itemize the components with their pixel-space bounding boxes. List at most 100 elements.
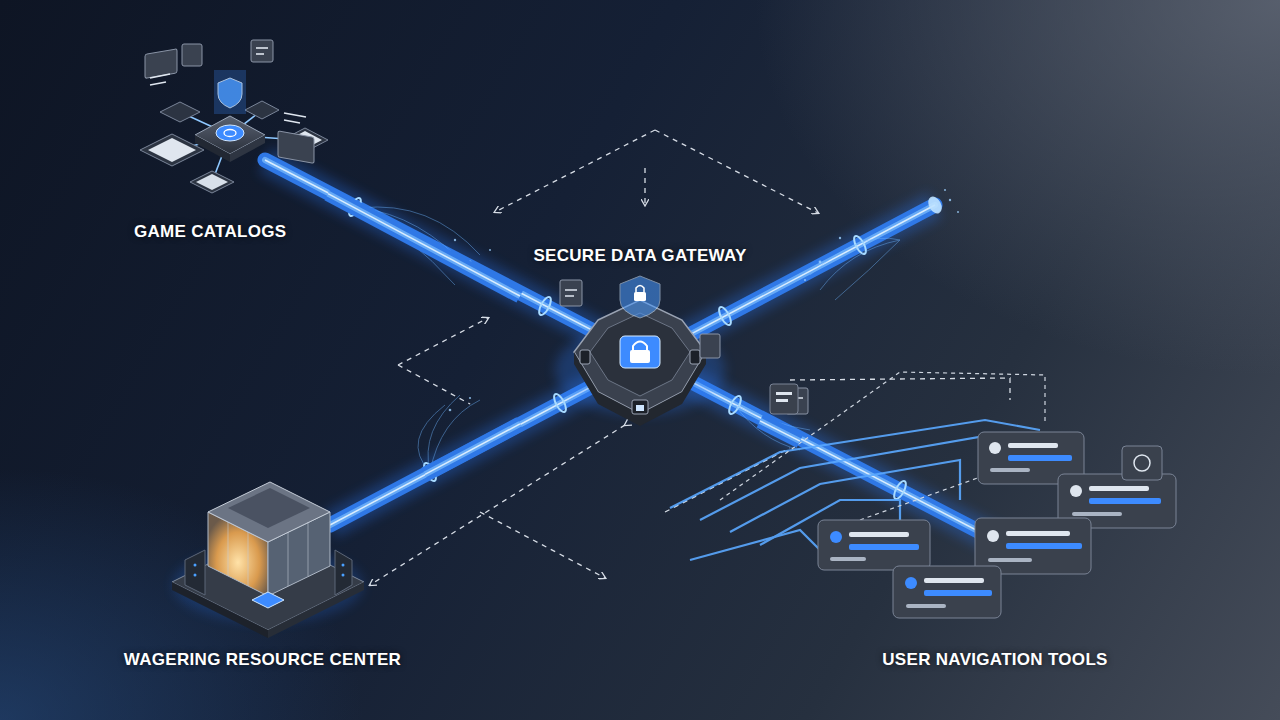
gateway-hub bbox=[555, 276, 808, 426]
data-tube bbox=[330, 205, 935, 525]
data-particles bbox=[835, 240, 900, 300]
data-center-building bbox=[208, 482, 330, 542]
gateway-hub bbox=[690, 350, 700, 364]
ui-panel-content bbox=[1072, 512, 1122, 516]
flow-arrow bbox=[644, 168, 645, 205]
component-node: GAME CATALOGS bbox=[128, 40, 328, 250]
component-label: USER NAVIGATION TOOLS bbox=[882, 650, 1107, 670]
data-particles bbox=[804, 279, 806, 281]
flow-arrow bbox=[655, 130, 818, 213]
ui-panel-content bbox=[1008, 443, 1058, 448]
component-node: WAGERING RESOURCE CENTER bbox=[100, 468, 425, 680]
data-tube-connector bbox=[760, 421, 800, 441]
gateway-hub bbox=[636, 286, 644, 293]
data-center-building bbox=[342, 574, 345, 577]
data-particles bbox=[454, 239, 456, 241]
ui-panel-content bbox=[849, 544, 919, 550]
ui-panel-content bbox=[1006, 543, 1082, 549]
tube-glow bbox=[425, 424, 520, 475]
catalog-hub bbox=[214, 70, 246, 114]
catalog-hub bbox=[140, 40, 328, 193]
tube-ring bbox=[552, 392, 568, 413]
gateway-hub bbox=[565, 295, 574, 297]
data-particles bbox=[489, 249, 491, 251]
ui-panel-content bbox=[776, 392, 1161, 608]
catalog-hub bbox=[224, 130, 236, 137]
tube-glow bbox=[328, 194, 520, 296]
flow-arrow bbox=[398, 365, 470, 404]
gateway-hub bbox=[633, 342, 647, 352]
catalog-hub bbox=[196, 174, 228, 190]
data-tube bbox=[265, 160, 1005, 545]
data-tube bbox=[330, 205, 935, 525]
gateway-hub bbox=[620, 336, 660, 368]
component-label: GAME CATALOGS bbox=[134, 222, 286, 242]
data-center-building bbox=[172, 582, 268, 638]
data-center-building bbox=[288, 532, 289, 586]
tube-ring bbox=[537, 295, 553, 316]
gateway-hub bbox=[636, 405, 644, 411]
ui-panel-content bbox=[849, 532, 909, 537]
data-tube-connector bbox=[328, 194, 520, 296]
catalog-hub bbox=[256, 53, 264, 55]
ui-panel-content bbox=[924, 590, 992, 596]
data-center-building bbox=[194, 564, 197, 567]
ui-panel-content bbox=[906, 604, 946, 608]
gateway-hub bbox=[565, 289, 577, 291]
ui-panel-content bbox=[1006, 531, 1070, 536]
data-particles bbox=[469, 397, 471, 399]
data-tube bbox=[265, 160, 1005, 545]
gateway-hub bbox=[630, 350, 650, 363]
data-center-building bbox=[228, 522, 229, 576]
tube-glow bbox=[760, 421, 800, 441]
data-center-building bbox=[194, 574, 197, 577]
data-center-building bbox=[172, 482, 364, 638]
catalog-hub bbox=[160, 102, 200, 122]
data-particles bbox=[820, 240, 900, 290]
data-particles bbox=[957, 211, 959, 213]
gateway-hub bbox=[632, 400, 648, 414]
gateway-hub bbox=[634, 292, 646, 301]
tube-body bbox=[328, 194, 520, 296]
ui-panel bbox=[770, 384, 798, 414]
catalog-hub bbox=[245, 101, 279, 119]
ui-panel-content bbox=[989, 442, 1001, 454]
tube-body bbox=[425, 424, 520, 475]
flow-arrow bbox=[480, 512, 605, 578]
catalog-hub bbox=[278, 131, 314, 163]
data-particles bbox=[819, 261, 822, 264]
flow-arrow bbox=[370, 130, 1010, 585]
gateway-hub bbox=[580, 350, 590, 364]
gateway-hub bbox=[700, 334, 720, 358]
ui-panel-content bbox=[776, 392, 792, 395]
ui-panel-content bbox=[905, 577, 917, 589]
ui-panel-content bbox=[1070, 485, 1082, 497]
tube-core bbox=[760, 421, 800, 441]
ui-panel-content bbox=[830, 531, 842, 543]
data-center-building bbox=[335, 550, 352, 595]
catalog-hub bbox=[150, 48, 306, 123]
flow-arrow bbox=[495, 130, 655, 212]
catalog-hub bbox=[190, 171, 234, 193]
gateway-hub bbox=[590, 313, 690, 396]
data-center-building bbox=[308, 522, 309, 576]
catalog-hub bbox=[256, 47, 268, 49]
navigation-routes bbox=[720, 372, 1045, 520]
ui-panel-content bbox=[1089, 498, 1161, 504]
catalog-hub bbox=[182, 44, 202, 66]
catalog-hub bbox=[284, 113, 306, 117]
ui-panel bbox=[770, 384, 1176, 618]
data-particles bbox=[449, 409, 452, 412]
data-center-building bbox=[185, 550, 205, 595]
ui-panel-content bbox=[924, 578, 984, 583]
tube-core bbox=[328, 194, 520, 296]
data-center-building bbox=[228, 522, 308, 586]
data-particles bbox=[949, 199, 951, 201]
gateway-hub bbox=[560, 280, 582, 306]
catalog-hub bbox=[218, 78, 242, 108]
tube-core bbox=[425, 424, 520, 475]
catalog-hub bbox=[145, 49, 177, 79]
data-center-building bbox=[268, 582, 364, 638]
data-particles bbox=[839, 237, 841, 239]
tube-body bbox=[760, 421, 800, 441]
